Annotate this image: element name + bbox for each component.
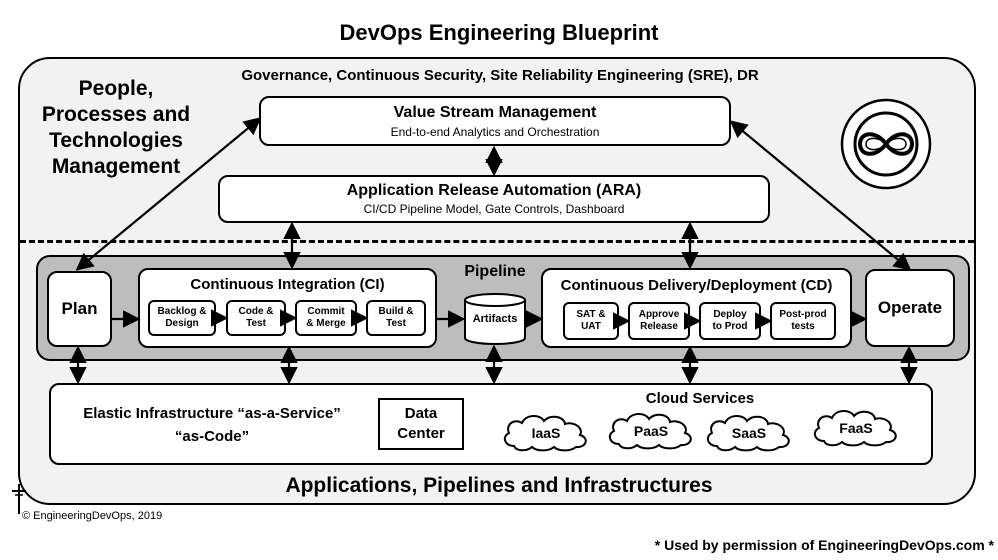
- infrastructure-box: [49, 383, 933, 465]
- ci-title: Continuous Integration (CI): [190, 276, 385, 293]
- as-code-label: “as-Code”: [174, 428, 250, 445]
- management-divider: [20, 240, 974, 243]
- vsm-title: Value Stream Management: [393, 104, 597, 121]
- artifacts-repository-icon: [464, 293, 526, 345]
- infinity-logo-icon: [840, 98, 932, 190]
- cd-stage-approve-release: Approve Release: [628, 302, 690, 340]
- copyright-text: © EngineeringDevOps, 2019: [22, 510, 163, 522]
- cloud-paas-label: PaaS: [633, 423, 669, 439]
- data-center-box: Data Center: [378, 398, 464, 450]
- ci-stage-build-test: Build & Test: [366, 300, 426, 336]
- cd-stage-sat-uat: SAT & UAT: [563, 302, 619, 340]
- cloud-services-label: Cloud Services: [645, 390, 755, 407]
- page-title: DevOps Engineering Blueprint: [339, 20, 659, 45]
- vsm-subtitle: End-to-end Analytics and Orchestration: [390, 125, 600, 139]
- permission-text: * Used by permission of EngineeringDevOp…: [654, 537, 994, 553]
- pipeline-label: Pipeline: [464, 263, 526, 280]
- operate-label: Operate: [877, 298, 943, 317]
- plan-box: Plan: [47, 271, 112, 347]
- application-release-automation-box: Application Release Automation (ARA) CI/…: [218, 175, 770, 223]
- cloud-saas-label: SaaS: [731, 425, 767, 441]
- cd-stage-post-prod-tests: Post-prod tests: [770, 302, 836, 340]
- operate-box: Operate: [865, 269, 955, 347]
- ci-stage-code-test: Code & Test: [226, 300, 286, 336]
- ci-stage-backlog-design: Backlog & Design: [148, 300, 216, 336]
- data-center-label: Data Center: [397, 405, 445, 442]
- bottom-label: Applications, Pipelines and Infrastructu…: [285, 474, 713, 497]
- people-processes-label: People, Processes and Technologies Manag…: [41, 77, 191, 178]
- cloud-paas-icon: [608, 413, 692, 450]
- cd-stage-deploy-prod: Deploy to Prod: [699, 302, 761, 340]
- ara-title: Application Release Automation (ARA): [346, 182, 642, 199]
- dagger-mark-icon: [12, 484, 26, 514]
- cd-title: Continuous Delivery/Deployment (CD): [560, 277, 833, 294]
- cloud-faas-label: FaaS: [839, 420, 873, 436]
- ara-subtitle: CI/CD Pipeline Model, Gate Controls, Das…: [363, 202, 625, 216]
- elastic-infrastructure-label: Elastic Infrastructure “as-a-Service”: [83, 405, 341, 422]
- cloud-saas-icon: [706, 415, 790, 452]
- plan-label: Plan: [61, 299, 98, 318]
- artifacts-label: Artifacts: [472, 313, 518, 325]
- value-stream-management-box: Value Stream Management End-to-end Analy…: [259, 96, 731, 146]
- cloud-iaas-icon: [503, 415, 587, 452]
- governance-label: Governance, Continuous Security, Site Re…: [241, 67, 759, 84]
- cloud-faas-icon: [813, 410, 897, 447]
- cloud-iaas-label: IaaS: [531, 425, 561, 441]
- ci-stage-commit-merge: Commit & Merge: [295, 300, 357, 336]
